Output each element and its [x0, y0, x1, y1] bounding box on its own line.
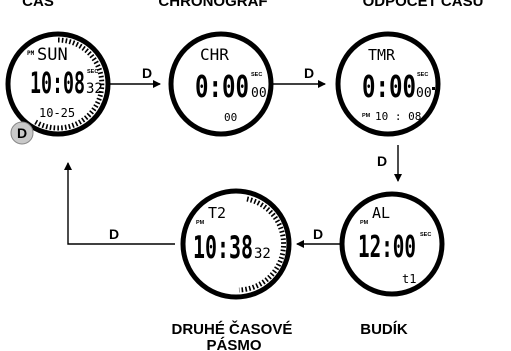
- d-label-alarm-dual: D: [313, 226, 323, 242]
- arrow-dual-to-time: [64, 162, 175, 245]
- time-sec-label: SEC: [87, 69, 98, 75]
- alarm-main: 12:00: [358, 230, 416, 265]
- d-label-dual-time: D: [109, 226, 119, 242]
- d-button-icon: [10, 121, 34, 145]
- d-button-label: D: [17, 125, 27, 141]
- label-time: ČAS: [22, 0, 54, 10]
- chrono-main: 0:00: [195, 70, 249, 105]
- alarm-top: AL: [372, 204, 390, 222]
- dual-top: T2: [208, 204, 226, 222]
- timer-sec: 00: [416, 86, 432, 101]
- alarm-pm: PM: [360, 220, 369, 226]
- timer-top: TMR: [368, 46, 396, 64]
- chrono-sec: 00: [251, 86, 267, 101]
- chrono-sec-label: SEC: [251, 72, 262, 78]
- watch-alarm: PM AL 12:00 SEC t1: [339, 191, 445, 297]
- d-label-timer-alarm: D: [377, 153, 387, 169]
- d-label-time-chrono: D: [142, 65, 152, 81]
- timer-pm: PM: [362, 113, 371, 119]
- dual-sec: 32: [254, 246, 271, 262]
- watch-chronograph: CHR 0:00 SEC 00 00: [168, 31, 274, 137]
- watch-countdown: TMR 0:00 SEC 00 PM 10 : 08: [335, 31, 441, 137]
- label-chronograph: CHRONOGRAF: [158, 0, 267, 10]
- dual-main: 10:38: [193, 230, 253, 266]
- dual-pm: PM: [196, 220, 205, 226]
- time-day: SUN: [37, 45, 68, 65]
- time-date: 10-25: [39, 106, 75, 120]
- label-countdown: ODPOČET ČASU: [363, 0, 484, 10]
- watch-time: PM SUN 10:08 SEC 32 10-25 D: [5, 31, 111, 145]
- alarm-sec-label: SEC: [420, 232, 431, 238]
- time-main: 10:08: [30, 66, 85, 100]
- chrono-bottom: 00: [224, 111, 237, 124]
- alarm-bottom: t1: [402, 272, 416, 286]
- time-sec: 32: [86, 81, 103, 97]
- timer-indicator: [432, 87, 435, 90]
- timer-bottom: 10 : 08: [375, 110, 421, 123]
- chrono-top: CHR: [200, 45, 229, 64]
- watch-dual-time: PM T2 10:38 32: [180, 188, 292, 300]
- label-alarm: BUDÍK: [360, 321, 408, 338]
- time-pm: PM: [27, 50, 35, 57]
- d-label-chrono-timer: D: [304, 65, 314, 81]
- timer-sec-label: SEC: [417, 72, 428, 78]
- timer-main: 0:00: [362, 70, 416, 105]
- label-dual-time: DRUHÉ ČASOVÉ PÁSMO: [171, 320, 296, 351]
